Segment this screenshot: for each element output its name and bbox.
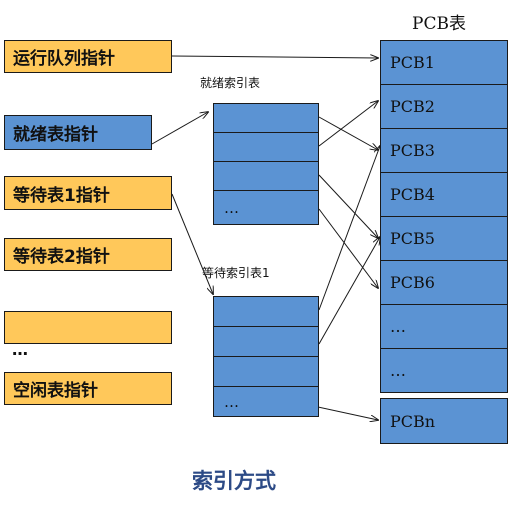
free-table-pointer: 空闲表指针 — [4, 372, 172, 405]
arrow-wait2-to-pcb3 — [318, 146, 380, 311]
arrow-run-to-pcb1 — [171, 56, 378, 58]
wait-index-title: 等待索引表1 — [202, 266, 270, 280]
wait-table-2-pointer: 等待表2指针 — [4, 238, 172, 271]
pcb-entry: PCB5 — [380, 216, 508, 261]
pcb-entry: … — [380, 304, 508, 349]
pointer-ellipsis: … — [12, 340, 28, 359]
ready-index-entry — [213, 132, 319, 162]
wait-index-entry — [213, 356, 319, 387]
arrow-wait1-to-pcb6 — [318, 208, 378, 288]
pcb-table-title: PCB表 — [412, 14, 466, 34]
wait-table-1-pointer: 等待表1指针 — [4, 176, 172, 210]
ready-index-title: 就绪索引表 — [200, 76, 261, 90]
pcb-entry: PCB4 — [380, 172, 508, 217]
arrow-ready2-to-pcb2 — [318, 101, 378, 147]
arrow-wait3-to-pcb5 — [318, 237, 380, 345]
pcb-entry: PCB6 — [380, 260, 508, 305]
wait-index-entry: … — [213, 386, 319, 417]
pcb-entry: PCBn — [380, 398, 508, 444]
pcb-entry: PCB2 — [380, 84, 508, 129]
pcb-entry: … — [380, 348, 508, 393]
arrow-ready-to-index — [151, 112, 208, 145]
ready-index-entry — [213, 103, 319, 133]
pcb-entry: PCB1 — [380, 40, 508, 85]
run-queue-pointer: 运行队列指针 — [4, 40, 172, 73]
wait-index-entry — [213, 296, 319, 327]
ready-table-pointer: 就绪表指针 — [4, 115, 152, 150]
arrow-ready3-to-pcb5 — [318, 174, 378, 238]
empty-pointer — [4, 311, 172, 344]
diagram-caption: 索引方式 — [192, 469, 276, 493]
ready-index-entry: … — [213, 190, 319, 225]
pcb-entry: PCB3 — [380, 128, 508, 173]
arrow-ready1-to-pcb3 — [318, 116, 378, 150]
arrow-wait1-to-index — [171, 193, 213, 294]
ready-index-entry — [213, 161, 319, 191]
wait-index-entry — [213, 326, 319, 357]
